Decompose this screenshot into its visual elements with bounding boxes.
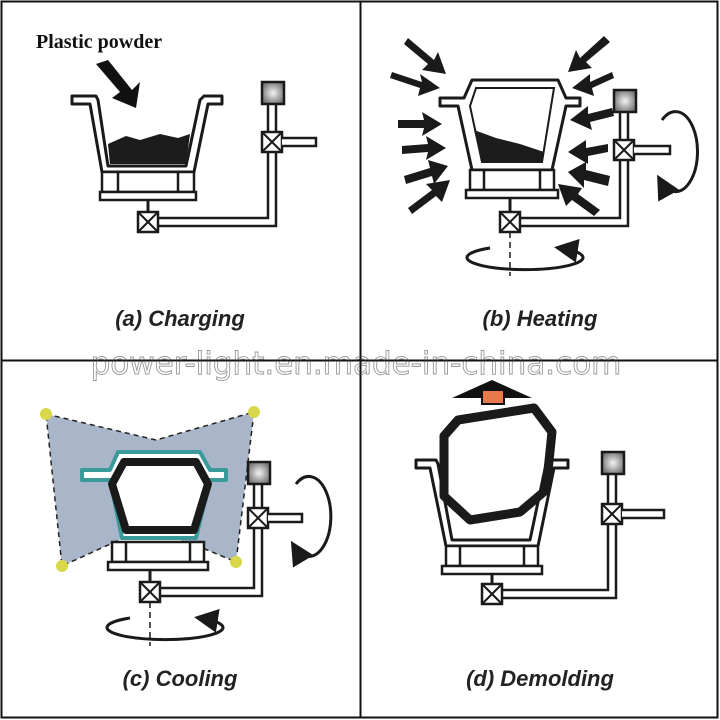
motor-unit bbox=[246, 460, 272, 486]
drive-shaft bbox=[502, 524, 618, 600]
panel-cooling: (c) Cooling bbox=[40, 406, 333, 691]
plastic-powder-charge bbox=[108, 134, 190, 164]
drive-shaft bbox=[160, 528, 264, 598]
drive-shaft bbox=[158, 152, 278, 228]
major-rotation-arrow bbox=[290, 474, 333, 568]
open-mold bbox=[70, 94, 224, 174]
mold-base-plate bbox=[98, 190, 198, 202]
release-block bbox=[481, 389, 505, 405]
cooling-nozzle bbox=[230, 556, 242, 568]
mold-carrier-frame bbox=[468, 168, 556, 192]
melting-powder bbox=[474, 130, 544, 162]
mold-carrier-frame bbox=[100, 170, 196, 194]
caption-cooling: (c) Cooling bbox=[123, 666, 238, 691]
powder-pointer-arrow bbox=[96, 60, 140, 108]
formed-part bbox=[108, 458, 212, 534]
formed-part bbox=[439, 403, 557, 525]
caption-heating: (b) Heating bbox=[483, 306, 598, 331]
minor-rotation-arrow bbox=[465, 238, 585, 272]
heat-arrows bbox=[390, 36, 614, 216]
open-mold bbox=[414, 458, 570, 548]
panel-frame-demolding bbox=[359, 359, 719, 719]
plastic-powder-label: Plastic powder bbox=[36, 31, 162, 53]
caption-demolding: (d) Demolding bbox=[466, 666, 614, 691]
major-rotation-arrow bbox=[657, 110, 699, 202]
cooling-nozzle bbox=[248, 406, 260, 418]
motor-unit bbox=[260, 80, 286, 106]
drive-shaft bbox=[520, 160, 630, 228]
panel-demolding: (d) Demolding bbox=[414, 380, 666, 691]
motor-unit bbox=[600, 450, 626, 476]
panel-heating: (b) Heating bbox=[390, 36, 699, 331]
motor-unit bbox=[612, 88, 638, 114]
panel-charging: Plastic powder (a) Charging bbox=[36, 31, 318, 331]
cooling-nozzle bbox=[40, 408, 52, 420]
caption-charging: (a) Charging bbox=[115, 306, 245, 331]
watermark-text: power-light.en.made-in-china.com bbox=[91, 346, 622, 382]
minor-rotation-arrow bbox=[105, 608, 225, 642]
cooling-nozzle bbox=[56, 560, 68, 572]
